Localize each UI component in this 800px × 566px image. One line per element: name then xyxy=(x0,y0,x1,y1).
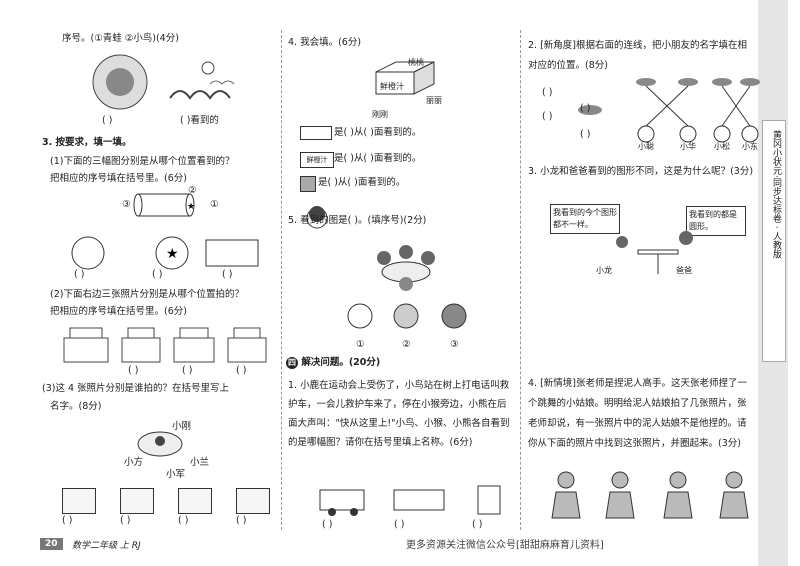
cyl-label-3: ③ xyxy=(122,199,131,210)
monkey-num-1: ① xyxy=(356,339,365,350)
gate-blank-2[interactable]: ( ) xyxy=(182,365,193,376)
q3-1-line2: 把相应的序号填在括号里。(6分) xyxy=(50,173,187,184)
name-xiaolong: 小龙 xyxy=(596,266,612,275)
amb-blank-3[interactable]: ( ) xyxy=(472,519,483,530)
pic-blank-2[interactable]: ( )看到的 xyxy=(180,115,219,126)
column-3: 2. [新角度]根据右面的连线，把小朋友的名字填在相对应的位置。(8分) ( )… xyxy=(526,0,760,540)
table-with-kids xyxy=(137,431,183,457)
dolphin-blank-4[interactable]: ( ) xyxy=(580,129,591,140)
shape-blank-2[interactable]: ( ) xyxy=(152,269,163,280)
bubble-left: 我看到的今个图形都不一样。 xyxy=(550,204,620,234)
panda-blank-2[interactable]: ( ) xyxy=(120,515,131,526)
panda-blank-1[interactable]: ( ) xyxy=(62,515,73,526)
kid-xiaogang: 小刚 xyxy=(172,421,192,432)
section-4-title: 四 解决问题。(20分) xyxy=(286,356,380,370)
shape-blank-1[interactable]: ( ) xyxy=(74,269,85,280)
label-lili: 丽丽 xyxy=(426,96,442,105)
column-divider xyxy=(281,30,282,530)
kid-xiaofang: 小方 xyxy=(124,457,144,468)
kids-around-table xyxy=(377,245,435,291)
fill-line-1[interactable]: 是( )从( )面看到的。 xyxy=(334,127,422,138)
section-title-text: 解决问题。(20分) xyxy=(301,357,381,368)
gate-blank-1[interactable]: ( ) xyxy=(128,365,139,376)
clay-girl-photos xyxy=(551,471,749,519)
book-title: 数学二年级 上 RJ xyxy=(72,541,141,551)
kid-xiaolan: 小兰 xyxy=(190,457,210,468)
view-rect-1 xyxy=(300,126,332,140)
dolphin-lines xyxy=(578,78,760,143)
kid-name-1: 小聪 xyxy=(638,142,654,151)
juice-box xyxy=(375,61,435,95)
label-ganggang: 刚刚 xyxy=(372,110,388,119)
girl-icon xyxy=(306,206,328,229)
column-1: 序号。(①青蛙 ②小鸟)(4分) ( ) ( )看到的 3. 按要求，填一填。 … xyxy=(40,0,278,540)
column-2: 4. 我会填。(6分) 桃桃 鲜橙汁 丽丽 刚刚 是( )从( )面看到的。 鲜… xyxy=(286,0,516,540)
amb-blank-2[interactable]: ( ) xyxy=(394,519,405,530)
name-baba: 爸爸 xyxy=(676,266,692,275)
side-strip-text: 黄冈小状元·同步达标卷 · 人教版 xyxy=(771,130,781,259)
dolphin-blank-3[interactable]: ( ) xyxy=(542,111,553,122)
q2-new-angle: 2. [新角度]根据右面的连线，把小朋友的名字填在相对应的位置。(8分) xyxy=(528,40,747,71)
panda-photo-4 xyxy=(236,488,270,514)
q4-heading: 4. 我会填。(6分) xyxy=(288,37,362,48)
svg-text:★: ★ xyxy=(187,202,195,212)
panda-blank-3[interactable]: ( ) xyxy=(178,515,189,526)
monkey-num-2: ② xyxy=(402,339,411,350)
dolphin-blank-2[interactable]: ( ) xyxy=(580,103,591,114)
fill-line-3[interactable]: 是( )从( )面看到的。 xyxy=(318,177,406,188)
fill-line-2[interactable]: 是( )从( )面看到的。 xyxy=(334,153,422,164)
panda-photo-1 xyxy=(62,488,96,514)
ambulance-views xyxy=(319,485,501,516)
kid-name-4: 小东 xyxy=(742,142,758,151)
label-juice: 鲜橙汁 xyxy=(380,82,404,91)
kid-name-3: 小松 xyxy=(714,142,730,151)
view-juice-tag: 鲜橙汁 xyxy=(300,152,334,168)
q2-tail: 序号。(①青蛙 ②小鸟)(4分) xyxy=(62,33,179,44)
q3-why: 3. 小龙和爸爸看到的图形不同，这是为什么呢？(3分) xyxy=(528,166,754,177)
side-band xyxy=(762,120,786,362)
three-views: ★ xyxy=(71,236,259,270)
label-taotao: 桃桃 xyxy=(408,58,424,67)
dolphin-blank-1[interactable]: ( ) xyxy=(542,87,553,98)
boy-and-dad-table xyxy=(616,231,693,274)
cyl-label-1: ① xyxy=(210,199,219,210)
footer-ad: 更多资源关注微信公众号[甜甜麻麻育儿资料] xyxy=(406,540,604,551)
panda-photo-3 xyxy=(178,488,212,514)
panda-photo-2 xyxy=(120,488,154,514)
cylinder-figure: ★ xyxy=(133,193,195,217)
q3-2-line1: (2)下面右边三张照片分别是从哪个位置拍的？ xyxy=(50,289,244,300)
q3-2-line2: 把相应的序号填在括号里。(6分) xyxy=(50,306,187,317)
monkey-num-3: ③ xyxy=(450,339,459,350)
q3-3-line2: 名字。(8分) xyxy=(50,401,102,412)
q5-text: 5. 看到的图是( )。(填序号)(2分) xyxy=(288,215,427,226)
svg-text:★: ★ xyxy=(166,246,179,262)
kid-name-2: 小华 xyxy=(680,142,696,151)
q3-1-line1: (1)下面的三幅图分别是从哪个位置看到的？ xyxy=(50,156,235,167)
gate-photos xyxy=(63,327,267,363)
shape-blank-3[interactable]: ( ) xyxy=(222,269,233,280)
bubble-right: 我看到的都是圆形。 xyxy=(686,206,746,236)
kid-xiaojun: 小军 xyxy=(166,469,186,480)
page-number: 20 xyxy=(40,538,63,550)
view-square xyxy=(300,176,316,192)
amb-blank-1[interactable]: ( ) xyxy=(322,519,333,530)
q4-new-situation: 4. [新情境]张老师是捏泥人高手。这天张老师捏了一个跳舞的小姑娘。明明给泥人姑… xyxy=(528,378,747,449)
panda-blank-4[interactable]: ( ) xyxy=(236,515,247,526)
viewpoint-pictures xyxy=(92,54,235,110)
monkey-views xyxy=(347,303,467,329)
q1-text: 1. 小鹿在运动会上受伤了，小鸟站在树上打电话叫救护车，一会儿救护车来了，停在小… xyxy=(288,380,510,448)
q3-3-line1: (3)这 4 张照片分别是谁拍的？在括号里写上 xyxy=(42,383,230,394)
column-divider xyxy=(520,30,521,530)
q3-heading: 3. 按要求，填一填。 xyxy=(42,137,132,148)
pic-blank-1[interactable]: ( ) xyxy=(102,115,113,126)
cyl-label-2: ② xyxy=(188,185,197,196)
section-badge: 四 xyxy=(286,357,298,369)
gate-blank-3[interactable]: ( ) xyxy=(236,365,247,376)
